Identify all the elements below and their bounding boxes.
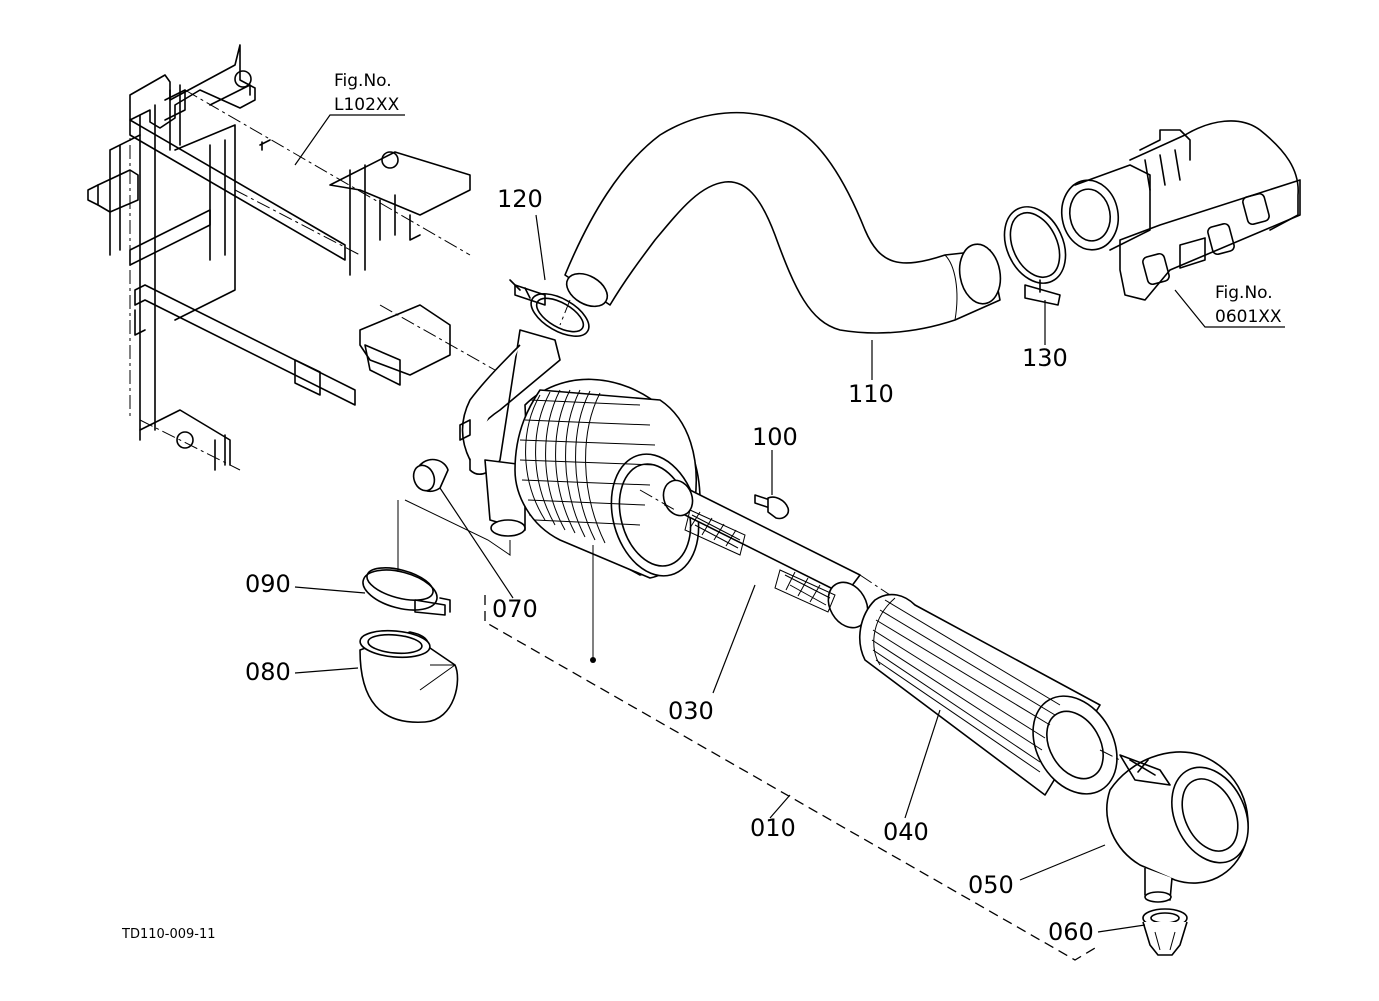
part-number-040: 040 <box>883 818 929 846</box>
fig-ref-number: 0601XX <box>1215 307 1282 327</box>
part-number-010: 010 <box>750 814 796 842</box>
air-cleaner-body <box>461 329 701 579</box>
leader-lines <box>294 214 1146 933</box>
fig-ref-label: Fig.No. <box>334 71 392 91</box>
part-number-100: 100 <box>752 423 798 451</box>
part-number-080: 080 <box>245 658 291 686</box>
part-number-050: 050 <box>968 871 1014 899</box>
part-number-090: 090 <box>245 570 291 598</box>
part-number-110: 110 <box>848 380 894 408</box>
intake-manifold <box>1060 120 1301 301</box>
fig-ref-label: Fig.No. <box>1215 283 1273 303</box>
cover-050 <box>1106 751 1249 903</box>
part-number-labels: 120 110 130 100 070 090 080 030 040 010 … <box>245 185 1094 946</box>
part-number-120: 120 <box>497 185 543 213</box>
hose-clamp-130 <box>1003 206 1067 306</box>
bolt-100 <box>754 494 790 520</box>
hose-clamp-090 <box>362 567 451 616</box>
hose-clamp-120 <box>509 279 590 337</box>
part-number-070: 070 <box>492 595 538 623</box>
part-number-030: 030 <box>668 697 714 725</box>
part-number-060: 060 <box>1048 918 1094 946</box>
bushing-070 <box>412 419 471 492</box>
filter-element-040 <box>859 593 1118 796</box>
fig-ref-number: L102XX <box>334 95 400 115</box>
fig-ref-l102xx: Fig.No. L102XX <box>294 71 405 166</box>
drawing-code: TD110-009-11 <box>121 927 216 942</box>
evacuator-valve-060 <box>1142 908 1188 956</box>
assembly-010-boundary <box>379 299 1121 961</box>
intake-hose <box>564 111 1002 334</box>
fig-ref-0601xx: Fig.No. 0601XX <box>1174 283 1285 328</box>
frame-bracket-assembly <box>87 44 471 471</box>
elbow-080 <box>359 629 459 723</box>
group-indicator-dot <box>590 657 596 663</box>
part-number-130: 130 <box>1022 344 1068 372</box>
